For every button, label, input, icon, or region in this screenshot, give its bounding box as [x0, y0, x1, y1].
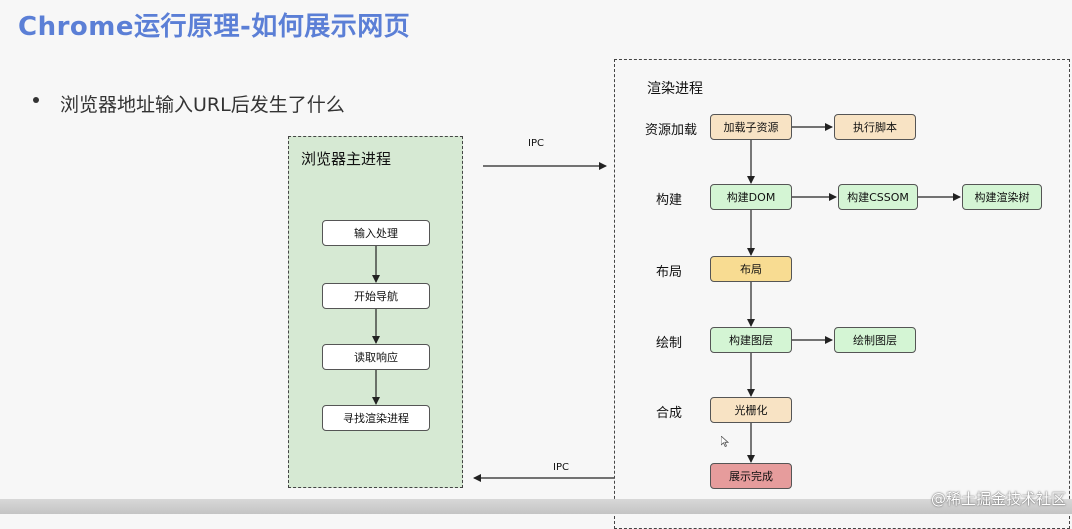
stage-layout: 布局 — [656, 265, 683, 280]
ipc-label-top: IPC — [528, 138, 544, 149]
page-title: Chrome运行原理-如何展示网页 — [18, 12, 411, 42]
render-process-title: 渲染进程 — [647, 81, 703, 97]
node-load-subresources: 加载子资源 — [710, 114, 792, 140]
browser-main-process-title: 浏览器主进程 — [301, 150, 392, 168]
stage-composite: 合成 — [656, 406, 683, 421]
connector-arrows — [372, 123, 961, 482]
node-build-cssom: 构建CSSOM — [838, 184, 918, 210]
stage-build: 构建 — [656, 193, 683, 208]
step-input-handling: 输入处理 — [322, 220, 430, 246]
ipc-label-bottom: IPC — [553, 462, 569, 473]
watermark-text: @稀土掘金技术社区 — [930, 490, 1066, 508]
node-build-render-tree: 构建渲染树 — [962, 184, 1042, 210]
bottom-scrollbar — [0, 499, 1072, 514]
bullet-dot — [33, 97, 39, 103]
node-build-dom: 构建DOM — [710, 184, 792, 210]
step-read-response: 读取响应 — [322, 344, 430, 370]
mouse-cursor-icon — [720, 432, 730, 451]
node-build-layers: 构建图层 — [710, 327, 792, 353]
node-display-complete: 展示完成 — [710, 463, 792, 489]
node-execute-script: 执行脚本 — [834, 114, 916, 140]
node-layout: 布局 — [710, 256, 792, 282]
node-rasterize: 光栅化 — [710, 397, 792, 423]
step-find-render-process: 寻找渲染进程 — [322, 405, 430, 431]
stage-resource-loading: 资源加载 — [645, 123, 698, 138]
node-paint-layers: 绘制图层 — [834, 327, 916, 353]
stage-paint: 绘制 — [656, 336, 683, 351]
step-start-navigation: 开始导航 — [322, 283, 430, 309]
bullet-text: 浏览器地址输入URL后发生了什么 — [60, 94, 345, 116]
